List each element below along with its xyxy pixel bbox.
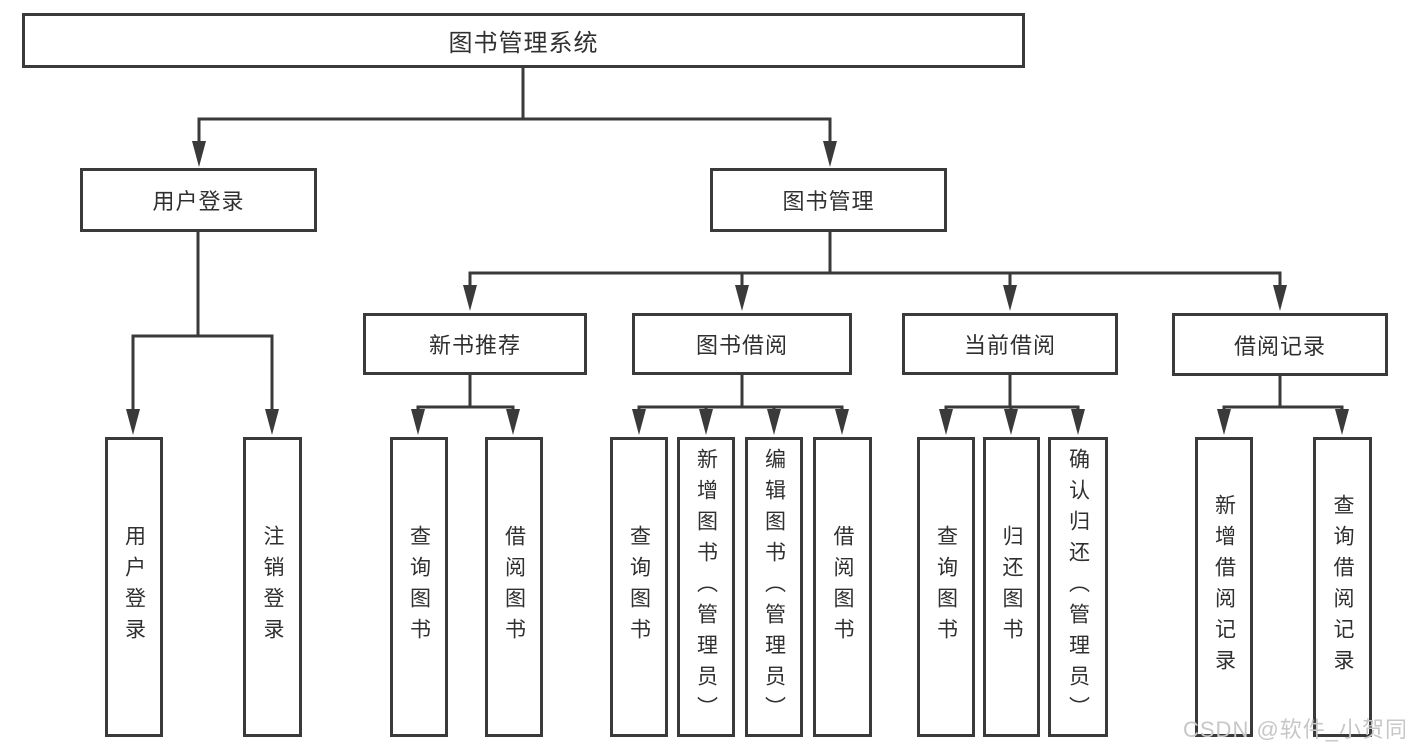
leaf-borrow-books-newrec: 借阅图书 xyxy=(485,437,543,737)
node-user-login: 用户登录 xyxy=(80,168,317,232)
leaf-edit-books-admin: 编辑图书（管理员） xyxy=(745,437,803,737)
node-new-book-recommendation: 新书推荐 xyxy=(363,313,587,375)
connector-bookborrow-to-children xyxy=(632,373,849,435)
node-library-management-system: 图书管理系统 xyxy=(22,13,1025,68)
leaf-return-books: 归还图书 xyxy=(983,437,1040,737)
leaf-query-borrow-record: 查询借阅记录 xyxy=(1313,437,1372,737)
leaf-logout: 注销登录 xyxy=(243,437,302,737)
leaf-query-books-borrow: 查询图书 xyxy=(610,437,668,737)
leaf-confirm-return-admin: 确认归还（管理员） xyxy=(1048,437,1108,737)
leaf-label: 编辑图书（管理员） xyxy=(762,447,786,727)
leaf-label: 新增图书（管理员） xyxy=(694,447,718,727)
leaf-label: 查询借阅记录 xyxy=(1331,494,1354,680)
leaf-query-books-newrec: 查询图书 xyxy=(390,437,448,737)
connector-newbooks-to-children xyxy=(411,373,520,435)
csdn-watermark: CSDN @软件_小贺同学 xyxy=(1183,717,1405,742)
connector-management-to-level3 xyxy=(463,230,1287,311)
leaf-label: 确认归还（管理员） xyxy=(1066,447,1090,727)
node-book-management: 图书管理 xyxy=(710,168,947,232)
leaf-add-books-admin: 新增图书（管理员） xyxy=(677,437,735,737)
leaf-label: 查询图书 xyxy=(627,525,651,649)
connector-login-to-children xyxy=(126,230,279,435)
leaf-user-login: 用户登录 xyxy=(105,437,163,737)
leaf-label: 查询图书 xyxy=(934,525,958,649)
connector-root-to-level2 xyxy=(192,66,837,167)
node-book-borrowing: 图书借阅 xyxy=(632,313,852,375)
leaf-label: 用户登录 xyxy=(122,525,146,649)
node-borrowing-records: 借阅记录 xyxy=(1172,313,1388,376)
leaf-label: 归还图书 xyxy=(1000,525,1023,649)
leaf-label: 注销登录 xyxy=(261,525,284,649)
leaf-label: 查询图书 xyxy=(407,525,431,649)
leaf-query-books-current: 查询图书 xyxy=(917,437,975,737)
leaf-label: 借阅图书 xyxy=(831,525,854,649)
connector-records-to-children xyxy=(1217,373,1349,435)
leaf-label: 借阅图书 xyxy=(502,525,526,649)
node-current-borrowing: 当前借阅 xyxy=(902,313,1118,375)
leaf-borrow-books: 借阅图书 xyxy=(813,437,872,737)
leaf-add-borrow-record: 新增借阅记录 xyxy=(1195,437,1253,737)
leaf-label: 新增借阅记录 xyxy=(1212,494,1236,680)
connector-current-to-children xyxy=(939,373,1085,435)
